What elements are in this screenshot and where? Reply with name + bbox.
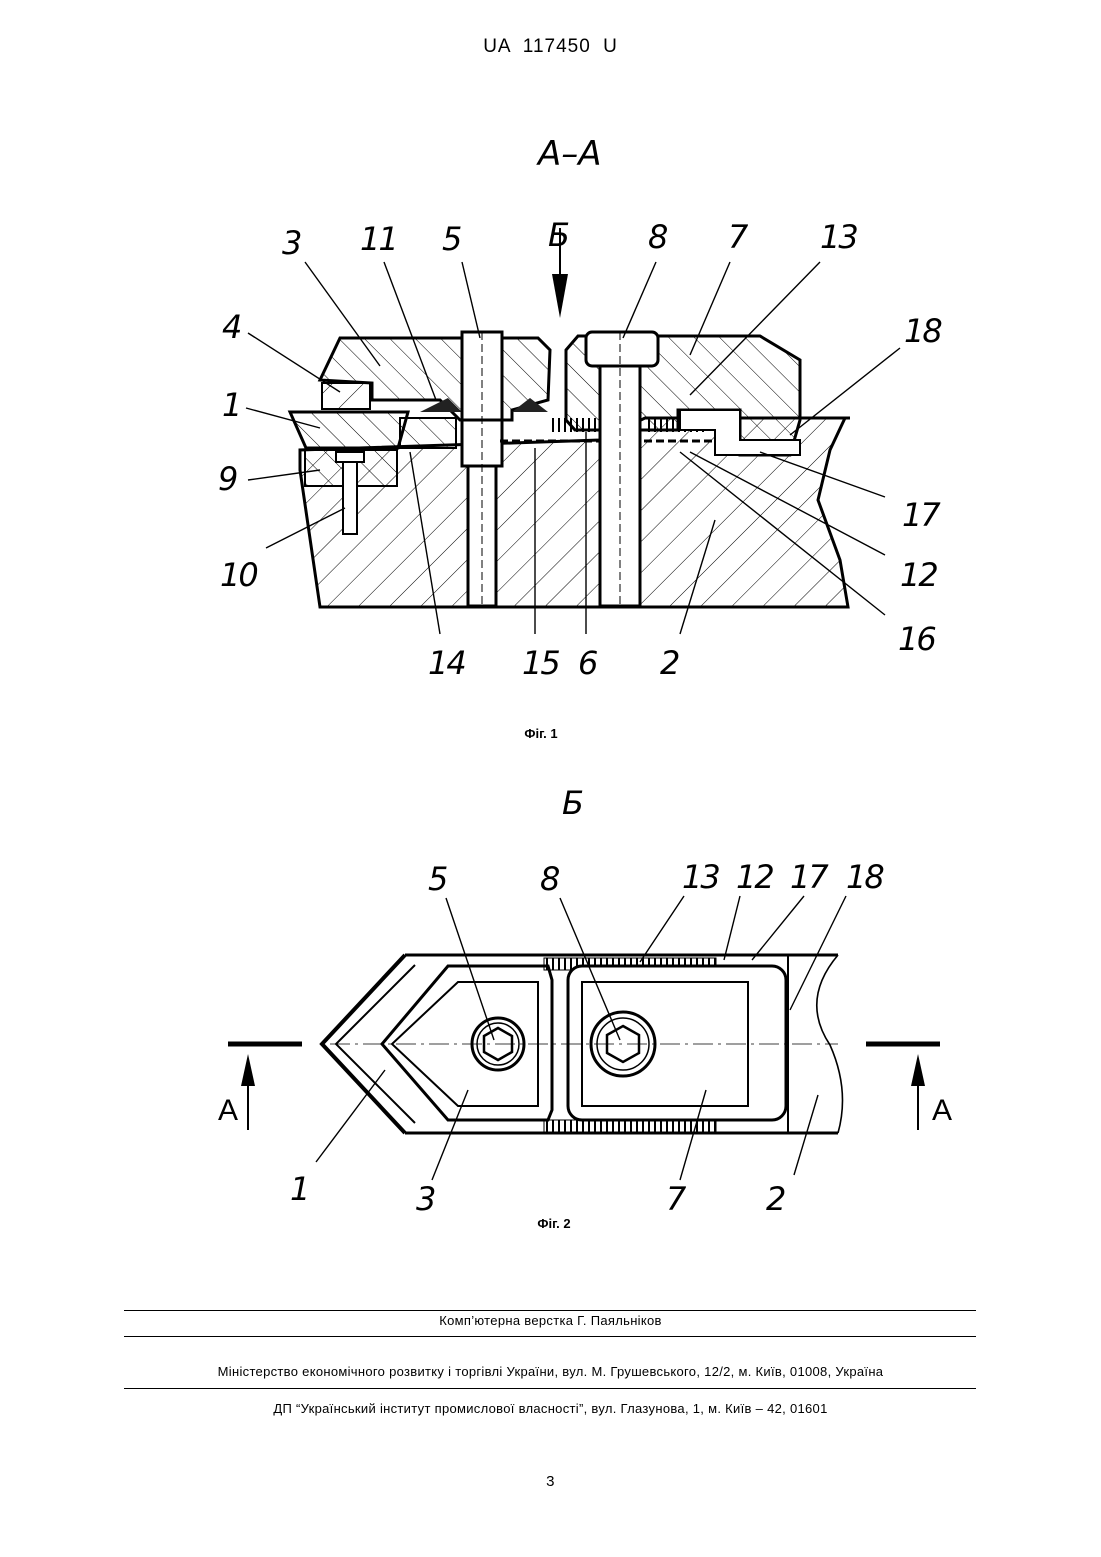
fig2-callout-5: 5 bbox=[428, 860, 446, 898]
fig2-callout-2: 2 bbox=[766, 1180, 784, 1218]
footer-ministry: Міністерство економічного розвитку і тор… bbox=[0, 1364, 1101, 1379]
section-arrow-right-head bbox=[911, 1054, 925, 1086]
section-mark-left-label: А bbox=[218, 1094, 238, 1128]
view-label-b: Б bbox=[562, 784, 582, 822]
clamp-3-top bbox=[382, 966, 552, 1120]
fig2-callout-7: 7 bbox=[666, 1180, 684, 1218]
fig2-callout-3: 3 bbox=[416, 1180, 434, 1218]
page-number: 3 bbox=[0, 1473, 1101, 1490]
footer-rule-3 bbox=[124, 1388, 976, 1389]
fig2-callout-13: 13 bbox=[682, 858, 719, 896]
footer-rule-2 bbox=[124, 1336, 976, 1337]
fig2-callout-8: 8 bbox=[540, 860, 558, 898]
footer-institute: ДП “Український інститут промислової вла… bbox=[0, 1401, 1101, 1416]
section-mark-right-label: А bbox=[932, 1094, 952, 1128]
footer-rule-1 bbox=[124, 1310, 976, 1311]
fig2-callout-18: 18 bbox=[846, 858, 883, 896]
serration-bottom bbox=[544, 1120, 716, 1132]
figure-2-caption: Фіг. 2 bbox=[494, 1216, 614, 1231]
fig2-callout-12: 12 bbox=[736, 858, 773, 896]
footer-layout-credit: Комп’ютерна верстка Г. Паяльніков bbox=[0, 1313, 1101, 1328]
fig2-callout-1: 1 bbox=[290, 1170, 308, 1208]
fig2-callout-17: 17 bbox=[790, 858, 827, 896]
section-arrow-left-head bbox=[241, 1054, 255, 1086]
